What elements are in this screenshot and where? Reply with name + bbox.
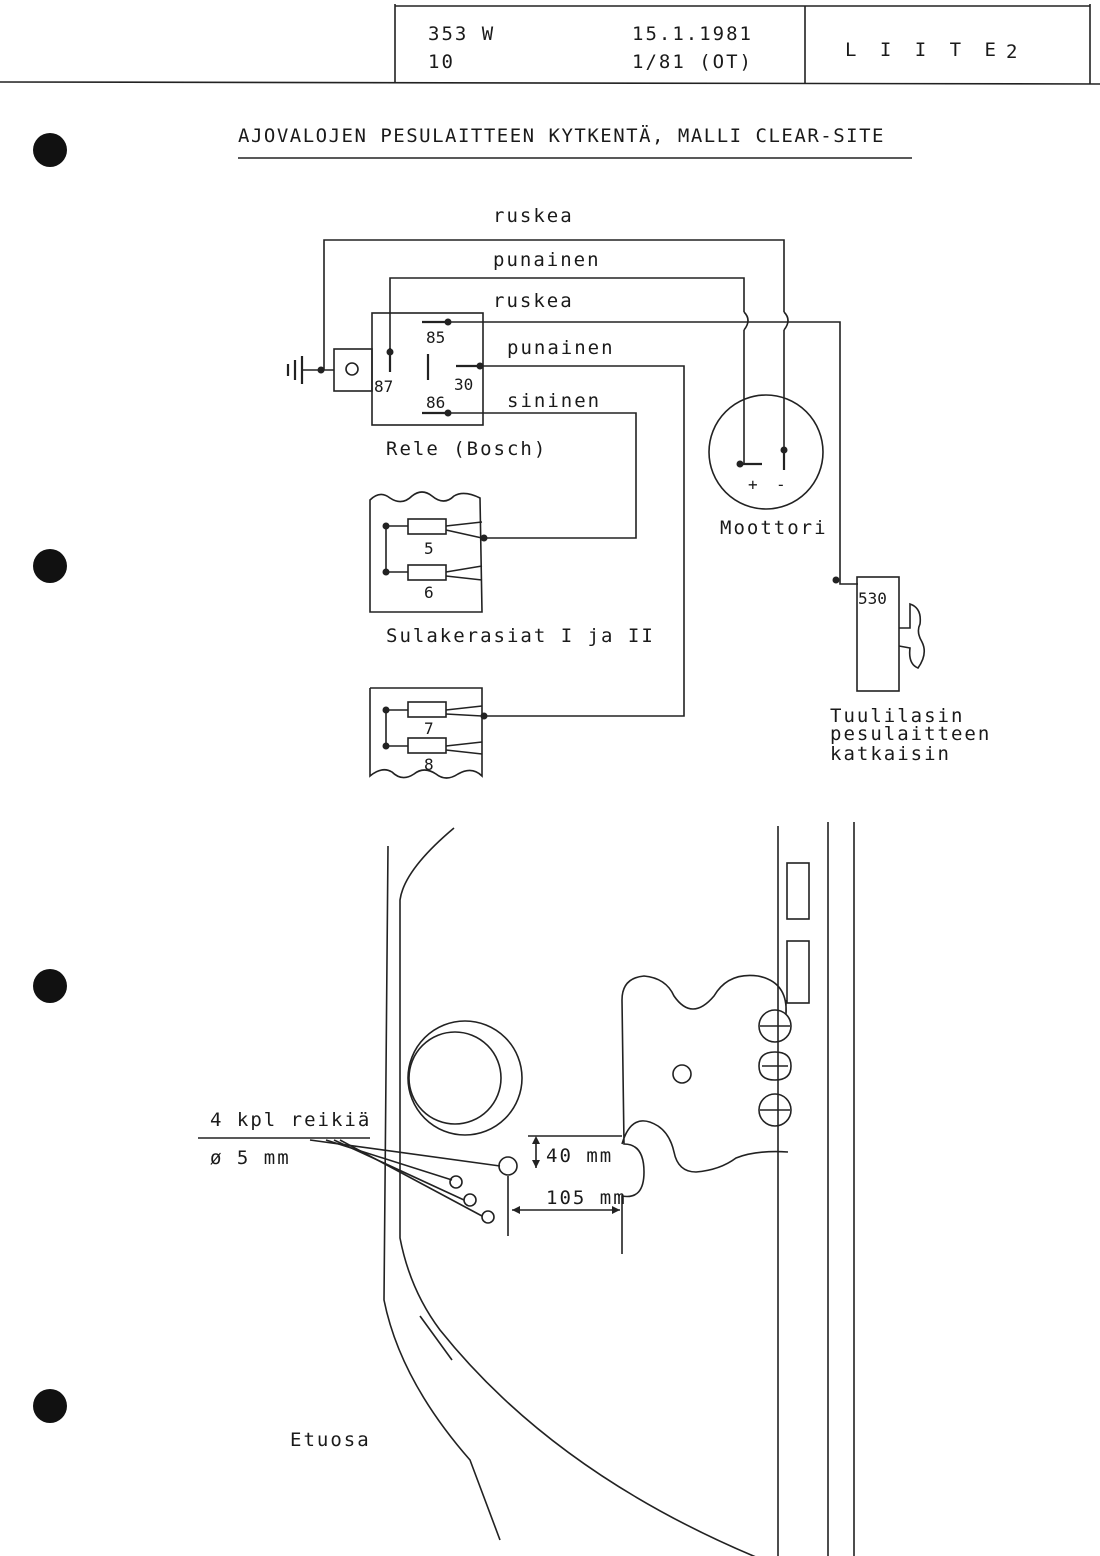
motor-plus: + (748, 475, 758, 494)
motor-minus: - (776, 475, 786, 494)
switch-label-line-1: Tuulilasin (830, 705, 964, 727)
punch-hole (33, 1389, 67, 1423)
header-block: 353 W 10 15.1.1981 1/81 (OT) L I I T E 2 (0, 4, 1100, 85)
motor-label: Moottori (720, 517, 828, 539)
relay: 85 87 30 86 Rele (Bosch) (333, 312, 547, 460)
fuse-5-label: 5 (424, 539, 434, 558)
wire-label-brown-mid: ruskea (493, 290, 574, 312)
fuse-box-1: 5 6 (369, 491, 488, 613)
fuse-6-label: 6 (424, 583, 434, 602)
hole (449, 1175, 463, 1189)
appendix-number: 2 (1006, 41, 1019, 63)
relay-terminal-86: 86 (426, 393, 445, 412)
relay-terminal-87: 87 (374, 377, 393, 396)
fuse-box-2: 7 8 (369, 687, 488, 779)
dimension-vertical: 40 mm (546, 1145, 613, 1167)
front-section-label: Etuosa (290, 1429, 371, 1451)
appendix-label: L I I T E (845, 39, 1002, 61)
punch-hole (33, 969, 67, 1003)
relay-label: Rele (Bosch) (386, 438, 547, 460)
wire-label-red-top: punainen (493, 249, 601, 271)
fuse-8-label: 8 (424, 755, 434, 774)
punch-holes (33, 133, 67, 1423)
wiring-diagram: ruskea punainen ruskea punainen sininen … (286, 205, 991, 779)
hole (463, 1193, 477, 1207)
ground-icon (286, 356, 334, 384)
fuse-box-label: Sulakerasiat I ja II (386, 625, 655, 647)
doc-revision: 1/81 (OT) (632, 51, 753, 73)
doc-date: 15.1.1981 (632, 23, 753, 45)
relay-terminal-85: 85 (426, 328, 445, 347)
fuse-7-label: 7 (424, 719, 434, 738)
headlight (407, 1020, 523, 1136)
hole-primary (498, 1156, 518, 1176)
washer-switch: 530 Tuulilasin pesulaitteen katkaisin (830, 576, 991, 765)
hole (481, 1210, 495, 1224)
doc-number: 353 W (428, 23, 495, 45)
punch-hole (33, 133, 67, 167)
holes-count-label: 4 kpl reikiä (210, 1109, 371, 1131)
mounting-drawing: 4 kpl reikiä ø 5 mm 40 mm 105 mm Etuosa (198, 822, 855, 1556)
hole-diameter-label: ø 5 mm (210, 1147, 291, 1169)
page-title: AJOVALOJEN PESULAITTEEN KYTKENTÄ, MALLI … (238, 124, 885, 147)
dimension-horizontal: 105 mm (546, 1187, 627, 1209)
switch-label-line-3: katkaisin (830, 743, 951, 765)
switch-label-line-2: pesulaitteen (830, 723, 991, 745)
wire-label-red-mid: punainen (507, 337, 615, 359)
switch-terminal: 530 (858, 589, 887, 608)
punch-hole (33, 549, 67, 583)
wire-label-blue: sininen (507, 390, 601, 412)
relay-terminal-30: 30 (454, 375, 473, 394)
motor: + - Moottori (708, 394, 828, 539)
doc-sub-number: 10 (428, 51, 455, 73)
wire-label-brown-top: ruskea (493, 205, 574, 227)
